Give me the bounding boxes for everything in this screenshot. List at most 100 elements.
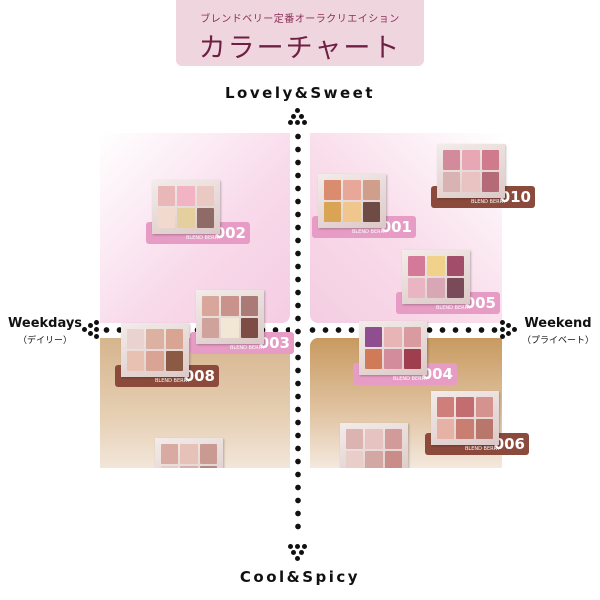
color-swatch: [146, 351, 164, 371]
color-swatch: [221, 318, 239, 338]
color-swatch: [165, 351, 183, 371]
color-swatch: [408, 278, 426, 298]
brand-label: BLEND BERRY: [465, 446, 500, 452]
color-swatch: [443, 172, 461, 192]
color-swatch: [202, 296, 220, 316]
color-swatch: [427, 278, 445, 298]
arrow-down-icon: [288, 544, 308, 564]
color-swatch: [365, 327, 383, 347]
palette-case: [318, 174, 386, 228]
banner-subtitle: ブレンドベリー定番オーラクリエイション: [200, 14, 400, 25]
color-swatch: [165, 329, 183, 349]
color-swatch: [196, 208, 214, 228]
brand-label: BLEND BERRY: [393, 376, 428, 382]
palette-number: 005: [464, 294, 496, 312]
banner-title: カラーチャート: [198, 33, 402, 64]
palette-number: 008: [183, 367, 215, 385]
palette-case: [340, 423, 408, 468]
vertical-axis: [295, 130, 301, 535]
color-swatch: [384, 451, 402, 468]
color-swatch: [384, 327, 402, 347]
color-swatch: [199, 444, 217, 464]
color-swatch: [362, 180, 380, 200]
axis-label-right: Weekend （プライベート）: [522, 316, 594, 346]
brand-label: BLEND BERRY: [186, 235, 221, 241]
palette-case: [196, 290, 264, 344]
color-swatch: [437, 397, 455, 417]
palette-number: 003: [258, 334, 290, 352]
color-swatch: [177, 208, 195, 228]
color-swatch: [365, 349, 383, 369]
color-swatch: [240, 318, 258, 338]
palette-case: [121, 323, 189, 377]
color-swatch: [127, 351, 145, 371]
color-swatch: [427, 256, 445, 276]
color-swatch: [384, 349, 402, 369]
palette-case: [431, 391, 499, 445]
color-swatch: [202, 318, 220, 338]
color-swatch: [240, 296, 258, 316]
color-swatch: [481, 150, 499, 170]
axis-right-text: Weekend: [524, 316, 592, 331]
color-swatch: [343, 202, 361, 222]
color-swatch: [456, 397, 474, 417]
color-swatch: [343, 180, 361, 200]
title-banner: ブレンドベリー定番オーラクリエイション カラーチャート: [176, 0, 424, 66]
color-swatch: [475, 397, 493, 417]
color-swatch: [462, 172, 480, 192]
brand-label: BLEND BERRY: [155, 378, 190, 384]
brand-label: BLEND BERRY: [471, 199, 506, 205]
color-swatch: [446, 278, 464, 298]
palette-number: 006: [493, 435, 525, 453]
color-swatch: [403, 327, 421, 347]
color-swatch: [481, 172, 499, 192]
color-swatch: [346, 429, 364, 449]
axis-label-top: Lovely&Sweet: [225, 84, 375, 102]
color-swatch: [456, 419, 474, 439]
axis-label-bottom: Cool&Spicy: [239, 568, 361, 586]
color-swatch: [177, 186, 195, 206]
palette-case: [152, 180, 220, 234]
brand-label: BLEND BERRY: [230, 345, 265, 351]
color-swatch: [384, 429, 402, 449]
color-swatch: [221, 296, 239, 316]
color-swatch: [443, 150, 461, 170]
brand-label: BLEND BERRY: [436, 305, 471, 311]
color-swatch: [199, 466, 217, 468]
color-swatch: [437, 419, 455, 439]
color-swatch: [365, 429, 383, 449]
color-swatch: [158, 208, 176, 228]
color-swatch: [196, 186, 214, 206]
axis-label-left: Weekdays （デイリー）: [8, 316, 82, 346]
partial-palettes-area: [100, 338, 502, 468]
palette-case: [402, 250, 470, 304]
arrow-left-icon: [82, 320, 102, 340]
palette-case: [359, 321, 427, 375]
axis-right-sub: （プライベート）: [522, 336, 595, 346]
color-swatch: [403, 349, 421, 369]
color-swatch: [365, 451, 383, 468]
axis-left-sub: （デイリー）: [18, 336, 73, 346]
color-swatch: [180, 444, 198, 464]
brand-label: BLEND BERRY: [352, 229, 387, 235]
palette-number: 010: [499, 188, 531, 206]
color-swatch: [161, 444, 179, 464]
color-swatch: [346, 451, 364, 468]
palette-number: 001: [380, 218, 412, 236]
palette-number: 004: [421, 365, 453, 383]
color-swatch: [161, 466, 179, 468]
horizontal-axis-left: [100, 327, 290, 333]
color-swatch: [462, 150, 480, 170]
color-swatch: [324, 202, 342, 222]
color-swatch: [158, 186, 176, 206]
color-swatch: [362, 202, 380, 222]
arrow-right-icon: [500, 320, 520, 340]
color-swatch: [475, 419, 493, 439]
color-swatch: [146, 329, 164, 349]
color-swatch: [324, 180, 342, 200]
arrow-up-icon: [288, 108, 308, 128]
color-swatch: [408, 256, 426, 276]
color-swatch: [446, 256, 464, 276]
palette-number: 002: [214, 224, 246, 242]
palette-case: [437, 144, 505, 198]
